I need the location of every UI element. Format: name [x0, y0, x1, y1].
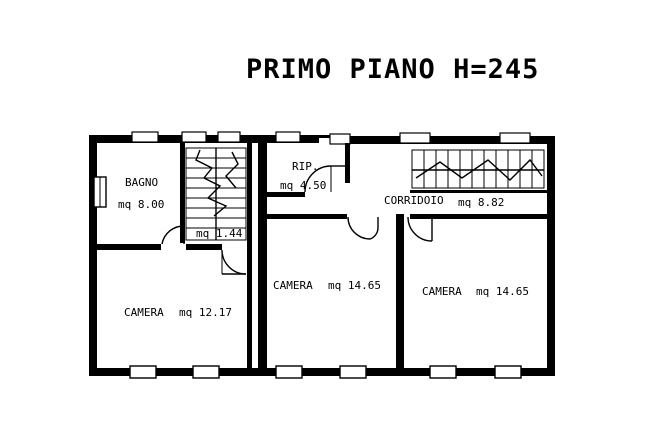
stair-right	[411, 149, 545, 189]
camera-2-area: mq 14.65	[328, 279, 381, 292]
rip-area: mq 4.50	[280, 179, 326, 192]
room-labels: BAGNO mq 8.00 mq 1.44 CAMERA mq 12.17 RI…	[118, 160, 529, 319]
stair-left	[185, 147, 247, 241]
camera-1-name: CAMERA	[124, 306, 164, 319]
camera-2-name: CAMERA	[273, 279, 313, 292]
plan-title: PRIMO PIANO H=245	[246, 54, 539, 85]
bagno-area: mq 8.00	[118, 198, 164, 211]
bagno-name: BAGNO	[125, 176, 158, 189]
rip-name: RIP.	[292, 160, 319, 173]
camera-1-area: mq 12.17	[179, 306, 232, 319]
door-swings	[161, 165, 433, 275]
outer-walls	[89, 135, 555, 376]
top-windows	[131, 131, 531, 145]
interior-walls	[97, 143, 547, 368]
bottom-windows	[129, 365, 522, 379]
camera-3-name: CAMERA	[422, 285, 462, 298]
camera-3-area: mq 14.65	[476, 285, 529, 298]
disimpegno-area: mq 1.44	[196, 227, 243, 240]
corridoio-area: mq 8.82	[458, 196, 504, 209]
corridoio-name: CORRIDOIO	[384, 194, 444, 207]
